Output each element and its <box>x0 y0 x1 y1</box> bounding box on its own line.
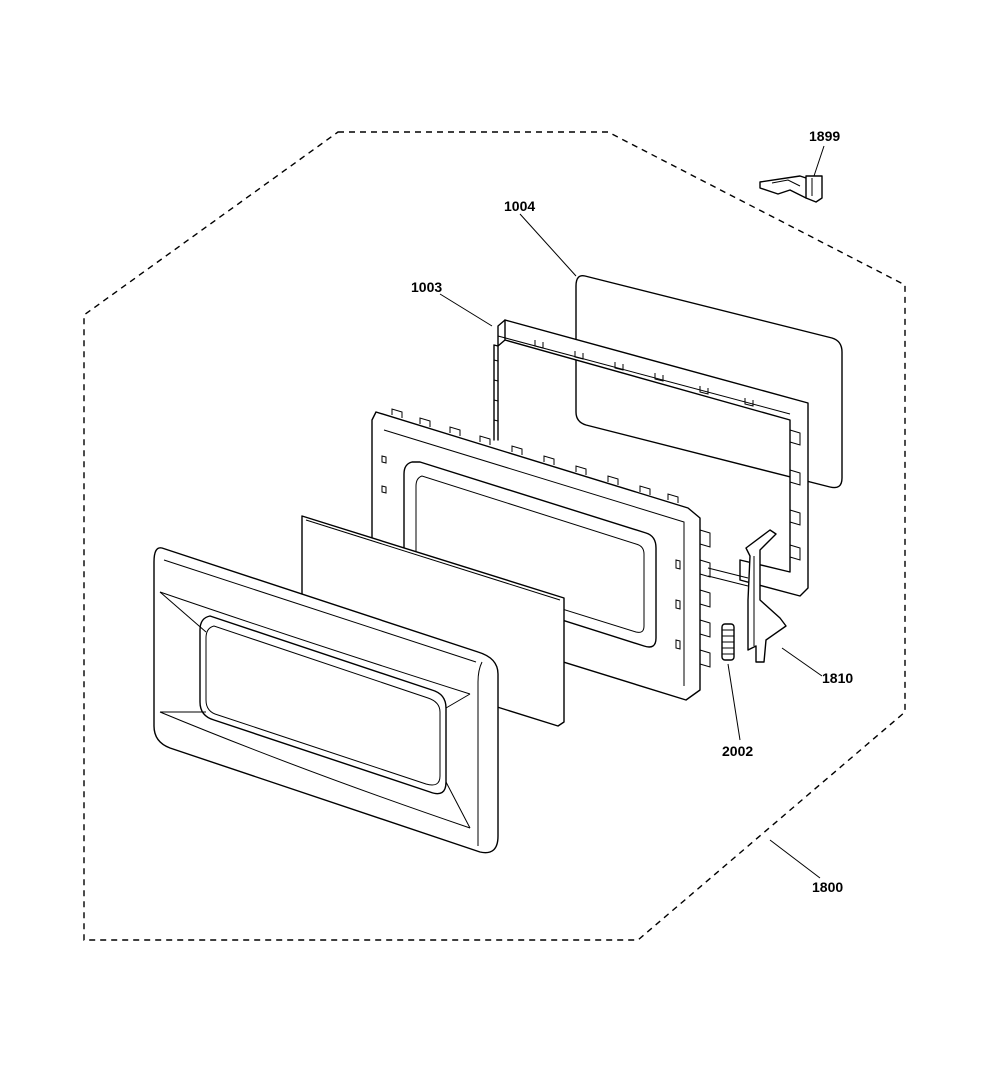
part-2002-spring <box>721 623 735 661</box>
callout-1810: 1810 <box>822 670 853 686</box>
part-1003-frame <box>493 319 809 597</box>
assembly-boundary-1800 <box>83 131 906 941</box>
callout-1004: 1004 <box>504 198 535 214</box>
part-1810-latch <box>707 529 787 663</box>
callout-1899: 1899 <box>809 128 840 144</box>
part-1899-bracket <box>759 175 823 203</box>
callout-1800: 1800 <box>812 879 843 895</box>
callout-1003: 1003 <box>411 279 442 295</box>
leader-lines <box>439 145 825 879</box>
part-front-door-trim <box>153 547 499 854</box>
callout-2002: 2002 <box>722 743 753 759</box>
